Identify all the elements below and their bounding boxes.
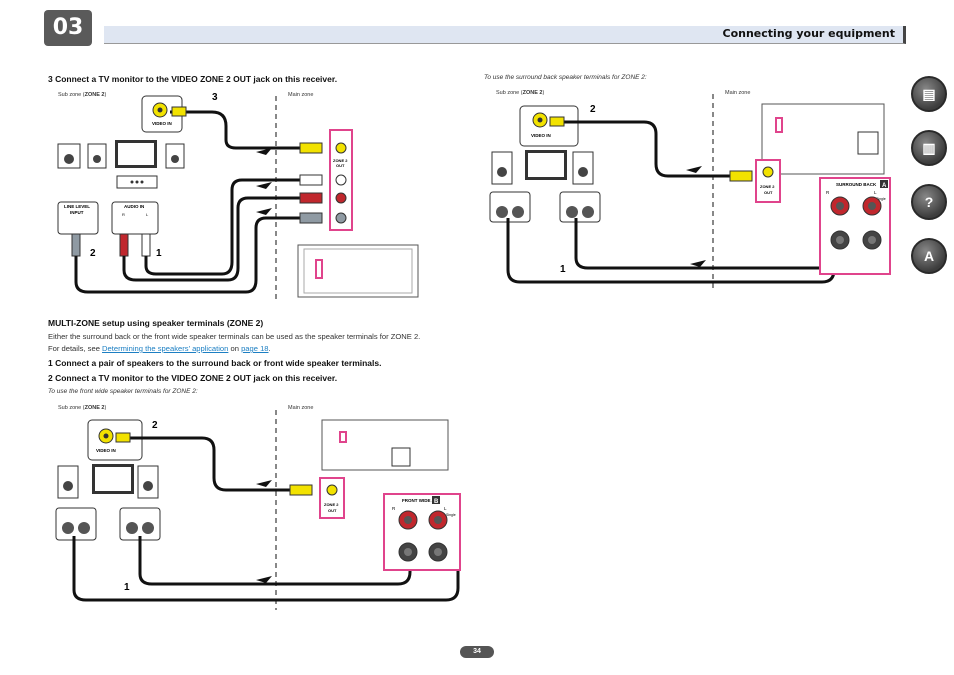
video-cable [170,110,300,150]
audio-in-l-label: L [146,212,149,217]
sub-zone-label-3: Sub zone (ZONE 2) [58,405,107,411]
callout-2b: 2 [590,104,596,115]
surround-back-note: To use the surround back speaker termina… [484,74,647,81]
audio-in-box [111,201,159,235]
svg-text:R: R [826,190,830,195]
svg-text:Single: Single [446,513,456,517]
video-plug-receiver [299,142,323,154]
multizone-paragraph: Either the surround back or the front wi… [48,332,421,353]
video-in-label: VIDEO IN [152,121,172,126]
side-navigation: ▤ ▥ ? A [911,76,949,292]
svg-text:OUT: OUT [328,508,337,513]
page-number: 34 [460,646,494,658]
svg-text:FRONT WIDE /: FRONT WIDE / [402,498,434,503]
chapter-number-tab: 03 [44,10,92,46]
step-3-heading: 3 Connect a TV monitor to the VIDEO ZONE… [48,74,338,84]
tools-question-icon[interactable]: ? [911,184,947,220]
line-level-label: LINE LEVEL [64,204,90,209]
callout-1c: 1 [124,582,130,593]
callout-1: 1 [156,248,162,259]
line-level-cable [74,216,300,294]
speakers-application-link[interactable]: Determining the speakers’ application [102,344,229,353]
svg-text:.: . [568,104,571,115]
callout-2: 2 [90,248,96,259]
front-wide-terminals [383,493,461,571]
svg-text:SURROUND BACK: SURROUND BACK [836,182,877,187]
multizone-step-2: 2 Connect a TV monitor to the VIDEO ZONE… [48,373,338,383]
out-label: OUT [336,163,345,168]
audio-in-label: AUDIO IN [124,204,144,209]
svg-text:R: R [392,506,396,511]
sub-zone-label-2: Sub zone (ZONE 2) [496,90,545,96]
svg-text:ZONE 2: ZONE 2 [760,184,775,189]
manual-book-icon[interactable]: ▤ [911,76,947,112]
main-zone-label-2: Main zone [725,90,751,96]
video-in-label-2: VIDEO IN [531,133,551,138]
surround-back-terminals [819,177,891,275]
callout-2c: 2 [152,420,158,431]
multizone-step-1: 1 Connect a pair of speakers to the surr… [48,358,382,368]
svg-text:Single: Single [876,197,886,201]
main-zone-label-3: Main zone [288,405,314,411]
audio-r-cable [122,196,300,282]
input-label: INPUT [70,210,84,215]
zone2-label: ZONE 2 [333,158,348,163]
callout-3: 3 [212,92,218,103]
remote-control-icon[interactable]: ▥ [911,130,947,166]
svg-text:VIDEO IN: VIDEO IN [96,448,116,453]
sub-zone-label: Sub zone (ZONE 2) [58,92,107,98]
receiver-highlight [315,259,323,279]
page-18-link[interactable]: page 18 [241,344,269,353]
callout-1b: 1 [560,264,566,275]
svg-text:L: L [874,190,877,195]
page-title: Connecting your equipment [722,27,895,40]
svg-text:OUT: OUT [764,190,773,195]
audio-l-cable [144,178,300,276]
appendix-az-icon[interactable]: A [911,238,947,274]
svg-text:ZONE 2: ZONE 2 [324,502,339,507]
audio-l-plug-receiver [299,174,323,186]
video-plug [171,106,187,117]
badge-b: B [434,499,439,505]
main-zone-label: Main zone [288,92,314,98]
svg-text:L: L [444,506,447,511]
audio-in-r-label: R [122,212,125,217]
header-bar: Connecting your equipment [104,26,906,44]
line-level-plug-receiver [299,212,323,224]
front-wide-note: To use the front wide speaker terminals … [48,388,198,395]
multizone-section-title: MULTI-ZONE setup using speaker terminals… [48,318,264,328]
badge-a: A [882,183,887,189]
audio-r-plug-receiver [299,192,323,204]
